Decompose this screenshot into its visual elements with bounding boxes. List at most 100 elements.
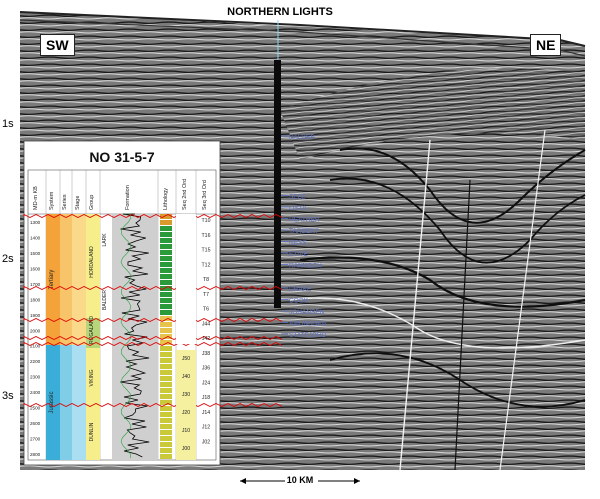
lithology-cell xyxy=(160,334,172,339)
seq-3rd-label: J42 xyxy=(202,336,210,342)
lithology-cell xyxy=(160,394,172,399)
seq-2nd-label: J30 xyxy=(182,392,190,398)
depth-tick: 1800 xyxy=(30,297,41,302)
horizon-line xyxy=(23,335,283,341)
system-jurassic-block xyxy=(46,345,60,460)
well-top-etive: ETIVE xyxy=(289,251,308,258)
well-top-johansen: JOHANSEN xyxy=(289,309,325,316)
depth-tick: 1600 xyxy=(30,266,41,271)
scale-bar-label: 10 KM xyxy=(286,475,314,485)
lithology-cell xyxy=(160,250,172,255)
seq-2nd-label: J00 xyxy=(182,446,190,452)
lithology-cell xyxy=(160,238,172,243)
seq-3rd-label: J44 xyxy=(202,321,210,327)
sonic-log-curve xyxy=(120,213,132,459)
seq-3rd-label: T16 xyxy=(202,233,211,239)
lithology-cell xyxy=(160,388,172,393)
lithology-cell xyxy=(160,424,172,429)
column-header: Group xyxy=(89,195,95,210)
horizon-line xyxy=(23,402,283,408)
lithology-cell xyxy=(160,292,172,297)
lithology-cell xyxy=(160,286,172,291)
lithology-cell xyxy=(160,448,172,453)
time-tick-2s: 2s xyxy=(2,253,14,265)
column-header: Series xyxy=(62,194,68,210)
seq-3rd-label: T8 xyxy=(203,277,209,283)
well-top-lista: LISTA xyxy=(289,205,307,212)
seq-3rd-label: J24 xyxy=(202,380,210,386)
well-top-tarbert: TARBERT xyxy=(289,228,319,235)
lithology-cell xyxy=(160,328,172,333)
system-label: Jurassic xyxy=(49,391,55,413)
well-top-ness: NESS xyxy=(289,240,307,247)
lithology-cell xyxy=(160,400,172,405)
horizon-line xyxy=(23,285,283,291)
well-top-sele: SELE xyxy=(289,194,306,201)
well-tops: BALDERSELELISTAHEATHERTARBERTNESSETIVERA… xyxy=(281,134,327,339)
group-label: HORDALAND xyxy=(89,246,95,278)
formation-label: LARK xyxy=(102,233,108,247)
depth-tick: 2500 xyxy=(30,406,41,411)
lithology-cell xyxy=(160,370,172,375)
column-header: System xyxy=(49,191,55,210)
seq-3rd-label: J02 xyxy=(202,439,210,445)
seq-3rd-label: J36 xyxy=(202,366,210,372)
group-label: DUNLIN xyxy=(89,422,95,441)
seq-3rd-label: J38 xyxy=(202,351,210,357)
seq-2nd-label: J40 xyxy=(182,374,190,380)
well-top-amundsen: AMUNDSEN xyxy=(289,321,327,328)
seq-2nd-label: J20 xyxy=(182,410,190,416)
seq-2nd-label: J10 xyxy=(182,428,190,434)
lithology-cell xyxy=(160,322,172,327)
lithology-cell xyxy=(160,304,172,309)
seq-3rd-label: J12 xyxy=(202,425,210,431)
lithology-cell xyxy=(160,274,172,279)
depth-tick: 1700 xyxy=(30,282,41,287)
lithology-cell xyxy=(160,316,172,321)
lithology-cell xyxy=(160,346,172,351)
group-label: ROGALAND xyxy=(89,316,95,344)
seq-3rd-label: T15 xyxy=(202,248,211,254)
system-tertiary-block xyxy=(46,214,60,345)
lithology-cell xyxy=(160,406,172,411)
lithology-cell xyxy=(160,412,172,417)
lithology-cell xyxy=(160,220,172,225)
horizon-line xyxy=(23,213,283,219)
depth-tick: 1300 xyxy=(30,220,41,225)
depth-tick: 2600 xyxy=(30,421,41,426)
seq-3rd-label: T12 xyxy=(202,262,211,268)
depth-tick: 2700 xyxy=(30,437,41,442)
lithology-cell xyxy=(160,418,172,423)
lithology-cell xyxy=(160,358,172,363)
seq-3rd-label: T10 xyxy=(202,218,211,224)
well-top-statfjord: STATFJORD xyxy=(289,332,327,339)
sw-label: SW xyxy=(40,34,75,56)
gamma-log-curve xyxy=(120,213,150,458)
lithology-cell xyxy=(160,340,172,345)
fault-line xyxy=(499,129,546,471)
system-label: Tertiary xyxy=(49,270,55,290)
lithology-cell xyxy=(160,454,172,459)
depth-tick: 1500 xyxy=(30,251,41,256)
horizon-line xyxy=(23,341,283,347)
depth-tick: 2200 xyxy=(30,359,41,364)
seq-3rd-label: J18 xyxy=(202,395,210,401)
column-header: Lithology xyxy=(163,188,169,210)
well-top-heather: HEATHER xyxy=(289,217,320,224)
group-label: VIKING xyxy=(89,369,95,386)
lithology-cell xyxy=(160,430,172,435)
horizon-line xyxy=(23,317,283,323)
formation-label: BALDER xyxy=(102,290,108,310)
fault-line xyxy=(454,179,471,471)
column-header: Seq 3rd Ord xyxy=(202,180,208,210)
seabed-reflector xyxy=(19,11,586,47)
lithology-cell xyxy=(160,352,172,357)
depth-tick: 1400 xyxy=(30,235,41,240)
lithology-cell xyxy=(160,376,172,381)
lithology-cell xyxy=(160,256,172,261)
depth-tick: 2400 xyxy=(30,390,41,395)
well-panel-title: NO 31-5-7 xyxy=(89,149,155,165)
dipping-reflectors xyxy=(280,68,585,160)
